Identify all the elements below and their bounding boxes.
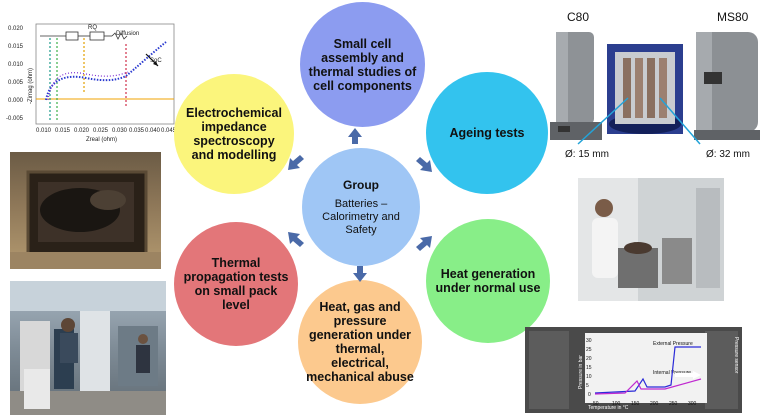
y-tick: 0.000 — [8, 98, 24, 104]
x-axis-label: Zreal (ohm) — [86, 137, 117, 143]
pressure-y-tick: 15 — [586, 365, 592, 371]
y-tick: 0.015 — [8, 44, 24, 50]
pressure-x-tick: 250 — [669, 401, 678, 407]
pressure-y-tick: 30 — [586, 338, 592, 344]
x-tick: 0.015 — [55, 128, 71, 134]
x-tick: 0.035 — [129, 128, 145, 134]
circle-heat-generation: Heat generation under normal use — [426, 219, 550, 343]
y-axis-label: -Zimag (ohm) — [28, 68, 34, 104]
pressure-y-tick: 25 — [586, 347, 592, 353]
pressure-y-tick: 10 — [586, 374, 592, 380]
pressure-x-tick: 300 — [688, 401, 697, 407]
impedance-plot-svg: 0.020 0.015 0.010 0.005 0.000 -0.005 0.0… — [6, 23, 177, 143]
group-subtitle: Batteries – Calorimetry and Safety — [322, 197, 400, 236]
ms80-instrument — [690, 26, 764, 144]
circuit-diffusion-label: Diffusion — [116, 31, 139, 37]
circle-abuse-tests-label: Heat, gas and pressure generation under … — [306, 300, 414, 384]
x-tick: 0.030 — [112, 128, 128, 134]
pressure-y-tick: 5 — [586, 383, 589, 389]
pressure-y-tick: 0 — [588, 392, 591, 398]
x-tick: 0.020 — [74, 128, 90, 134]
pressure-plot-svg: Temperature in °C Pressure in bar Extern… — [525, 327, 742, 413]
external-pressure-label: External Pressure — [653, 341, 693, 347]
circle-thermal-propagation: Thermal propagation tests on small pack … — [174, 222, 298, 346]
y-tick: 0.005 — [8, 80, 24, 86]
circle-small-cell-assembly: Small cell assembly and thermal studies … — [300, 2, 425, 127]
ms80-diameter: Ø: 32 mm — [706, 149, 750, 160]
thermal-propagation-photo — [10, 152, 161, 269]
circle-ageing-tests: Ageing tests — [426, 72, 548, 194]
pressure-sensor-label: Pressure sensor — [733, 337, 739, 374]
pressure-x-tick: 50 — [593, 401, 599, 407]
arrow-upper-right — [416, 157, 432, 172]
pressure-x-tick: 200 — [650, 401, 659, 407]
circle-heat-generation-label: Heat generation under normal use — [435, 267, 541, 295]
x-tick: 0.025 — [93, 128, 109, 134]
pressure-x-tick: 150 — [631, 401, 640, 407]
arrow-up — [348, 128, 362, 144]
pressure-x-tick: 100 — [612, 401, 621, 407]
ms80-label: MS80 — [717, 10, 749, 24]
y-tick: -0.005 — [6, 116, 24, 122]
pressure-plot: Temperature in °C Pressure in bar Extern… — [525, 327, 742, 413]
circle-group-center: Group Batteries – Calorimetry and Safety — [302, 148, 420, 266]
circle-small-cell-assembly-label: Small cell assembly and thermal studies … — [308, 36, 417, 93]
pressure-y-tick: 20 — [586, 356, 592, 362]
x-tick: 0.045 — [161, 128, 177, 134]
circle-thermal-propagation-label: Thermal propagation tests on small pack … — [183, 256, 289, 312]
y-tick: 0.020 — [8, 26, 24, 32]
calorimeter-interior — [607, 44, 683, 134]
lab-photo — [10, 281, 166, 415]
y-tick: 0.010 — [8, 62, 24, 68]
heat-generation-lab-photo — [578, 178, 724, 301]
x-tick: 0.010 — [36, 128, 52, 134]
c80-instrument — [548, 26, 604, 144]
circle-impedance: Electrochemical impedance spectroscopy a… — [174, 74, 294, 194]
circle-ageing-tests-label: Ageing tests — [449, 126, 525, 140]
c80-label: C80 — [567, 10, 590, 24]
legend-label: SoC — [150, 58, 162, 64]
x-tick: 0.040 — [145, 128, 161, 134]
circuit-rq-label: RQ — [88, 25, 97, 31]
c80-diameter: Ø: 15 mm — [565, 149, 609, 160]
pressure-x-label: Temperature in °C — [588, 405, 629, 411]
arrow-lower-right — [416, 236, 432, 251]
circle-abuse-tests: Heat, gas and pressure generation under … — [298, 280, 422, 404]
group-title: Group — [343, 177, 379, 192]
circle-impedance-label: Electrochemical impedance spectroscopy a… — [186, 106, 282, 162]
pressure-y-label: Pressure in bar — [578, 355, 584, 389]
impedance-plot: 0.020 0.015 0.010 0.005 0.000 -0.005 0.0… — [6, 4, 178, 144]
